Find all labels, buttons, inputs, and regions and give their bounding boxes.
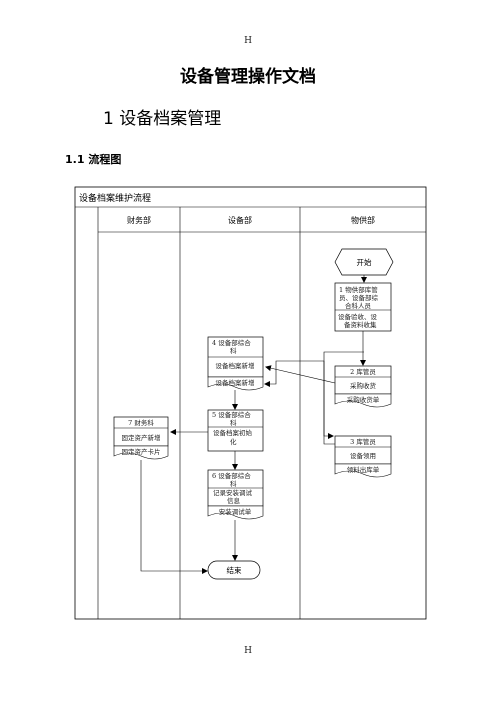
start-label: 开始: [357, 257, 372, 267]
step-6-box: 6 设备部综合 科 记录安装调试 信息 安装调试单: [207, 469, 264, 520]
step-2-role: 2 库管员: [350, 367, 376, 376]
step-6-task: 记录安装调试 信息: [213, 488, 254, 505]
step-3-role: 3 库管员: [350, 437, 376, 446]
document-title: 设备管理操作文档: [180, 67, 316, 87]
flowchart-frame: [74, 186, 427, 620]
section-heading: 1 设备档案管理: [103, 109, 222, 129]
lane-label-finance: 财务部: [127, 215, 151, 225]
step-5-role: 5 设备部综合 科: [212, 410, 253, 427]
step-6-role: 6 设备部综合 科: [212, 471, 253, 488]
end-label: 结束: [227, 565, 242, 575]
step-2-document: 采购收货单: [347, 395, 380, 404]
start-node: [334, 248, 394, 276]
lane-label-supply: 物供部: [351, 215, 375, 225]
step-2-box: 2 库管员 采购收货 采购收货单: [334, 365, 392, 408]
step-4-box: 4 设备部综合 科 设备档案新增 设备档案新增: [207, 336, 264, 391]
page-footer-mark: H: [244, 646, 252, 656]
step-7-document: 固定资产卡片: [122, 447, 161, 456]
page-header-mark: H: [244, 36, 252, 46]
lane-label-equipment: 设备部: [228, 215, 252, 225]
step-5-box: 5 设备部综合 科 设备档案初始 化: [207, 409, 264, 452]
step-1-task: 设备验收、设 备资料收集: [338, 312, 379, 329]
step-4-task: 设备档案新增: [216, 361, 255, 370]
step-7-task: 固定资产新增: [122, 433, 161, 442]
step-7-box: 7 财务科 固定资产新增 固定资产卡片: [113, 416, 169, 460]
flowchart-title: 设备档案维护流程: [79, 192, 151, 204]
step-4-role: 4 设备部综合 科: [212, 338, 253, 355]
step-3-document: 领料出库单: [347, 465, 380, 474]
flow-connectors: [140, 275, 367, 574]
step-5-task: 设备档案初始 化: [213, 428, 254, 446]
step-1-role: 1 物供部库管 员、设备部综 合科人员: [339, 285, 380, 310]
step-1-box: 1 物供部库管 员、设备部综 合科人员 设备验收、设 备资料收集: [334, 282, 392, 332]
step-6-document: 安装调试单: [219, 507, 252, 516]
step-3-task: 设备领用: [350, 451, 376, 460]
step-2-task: 采购收货: [350, 381, 377, 390]
step-3-box: 3 库管员 设备领用 领料出库单: [334, 435, 392, 478]
end-node: [207, 560, 261, 580]
step-7-role: 7 财务科: [128, 418, 154, 427]
subsection-heading: 1.1 流程图: [65, 153, 122, 166]
step-4-document: 设备档案新增: [216, 378, 255, 387]
